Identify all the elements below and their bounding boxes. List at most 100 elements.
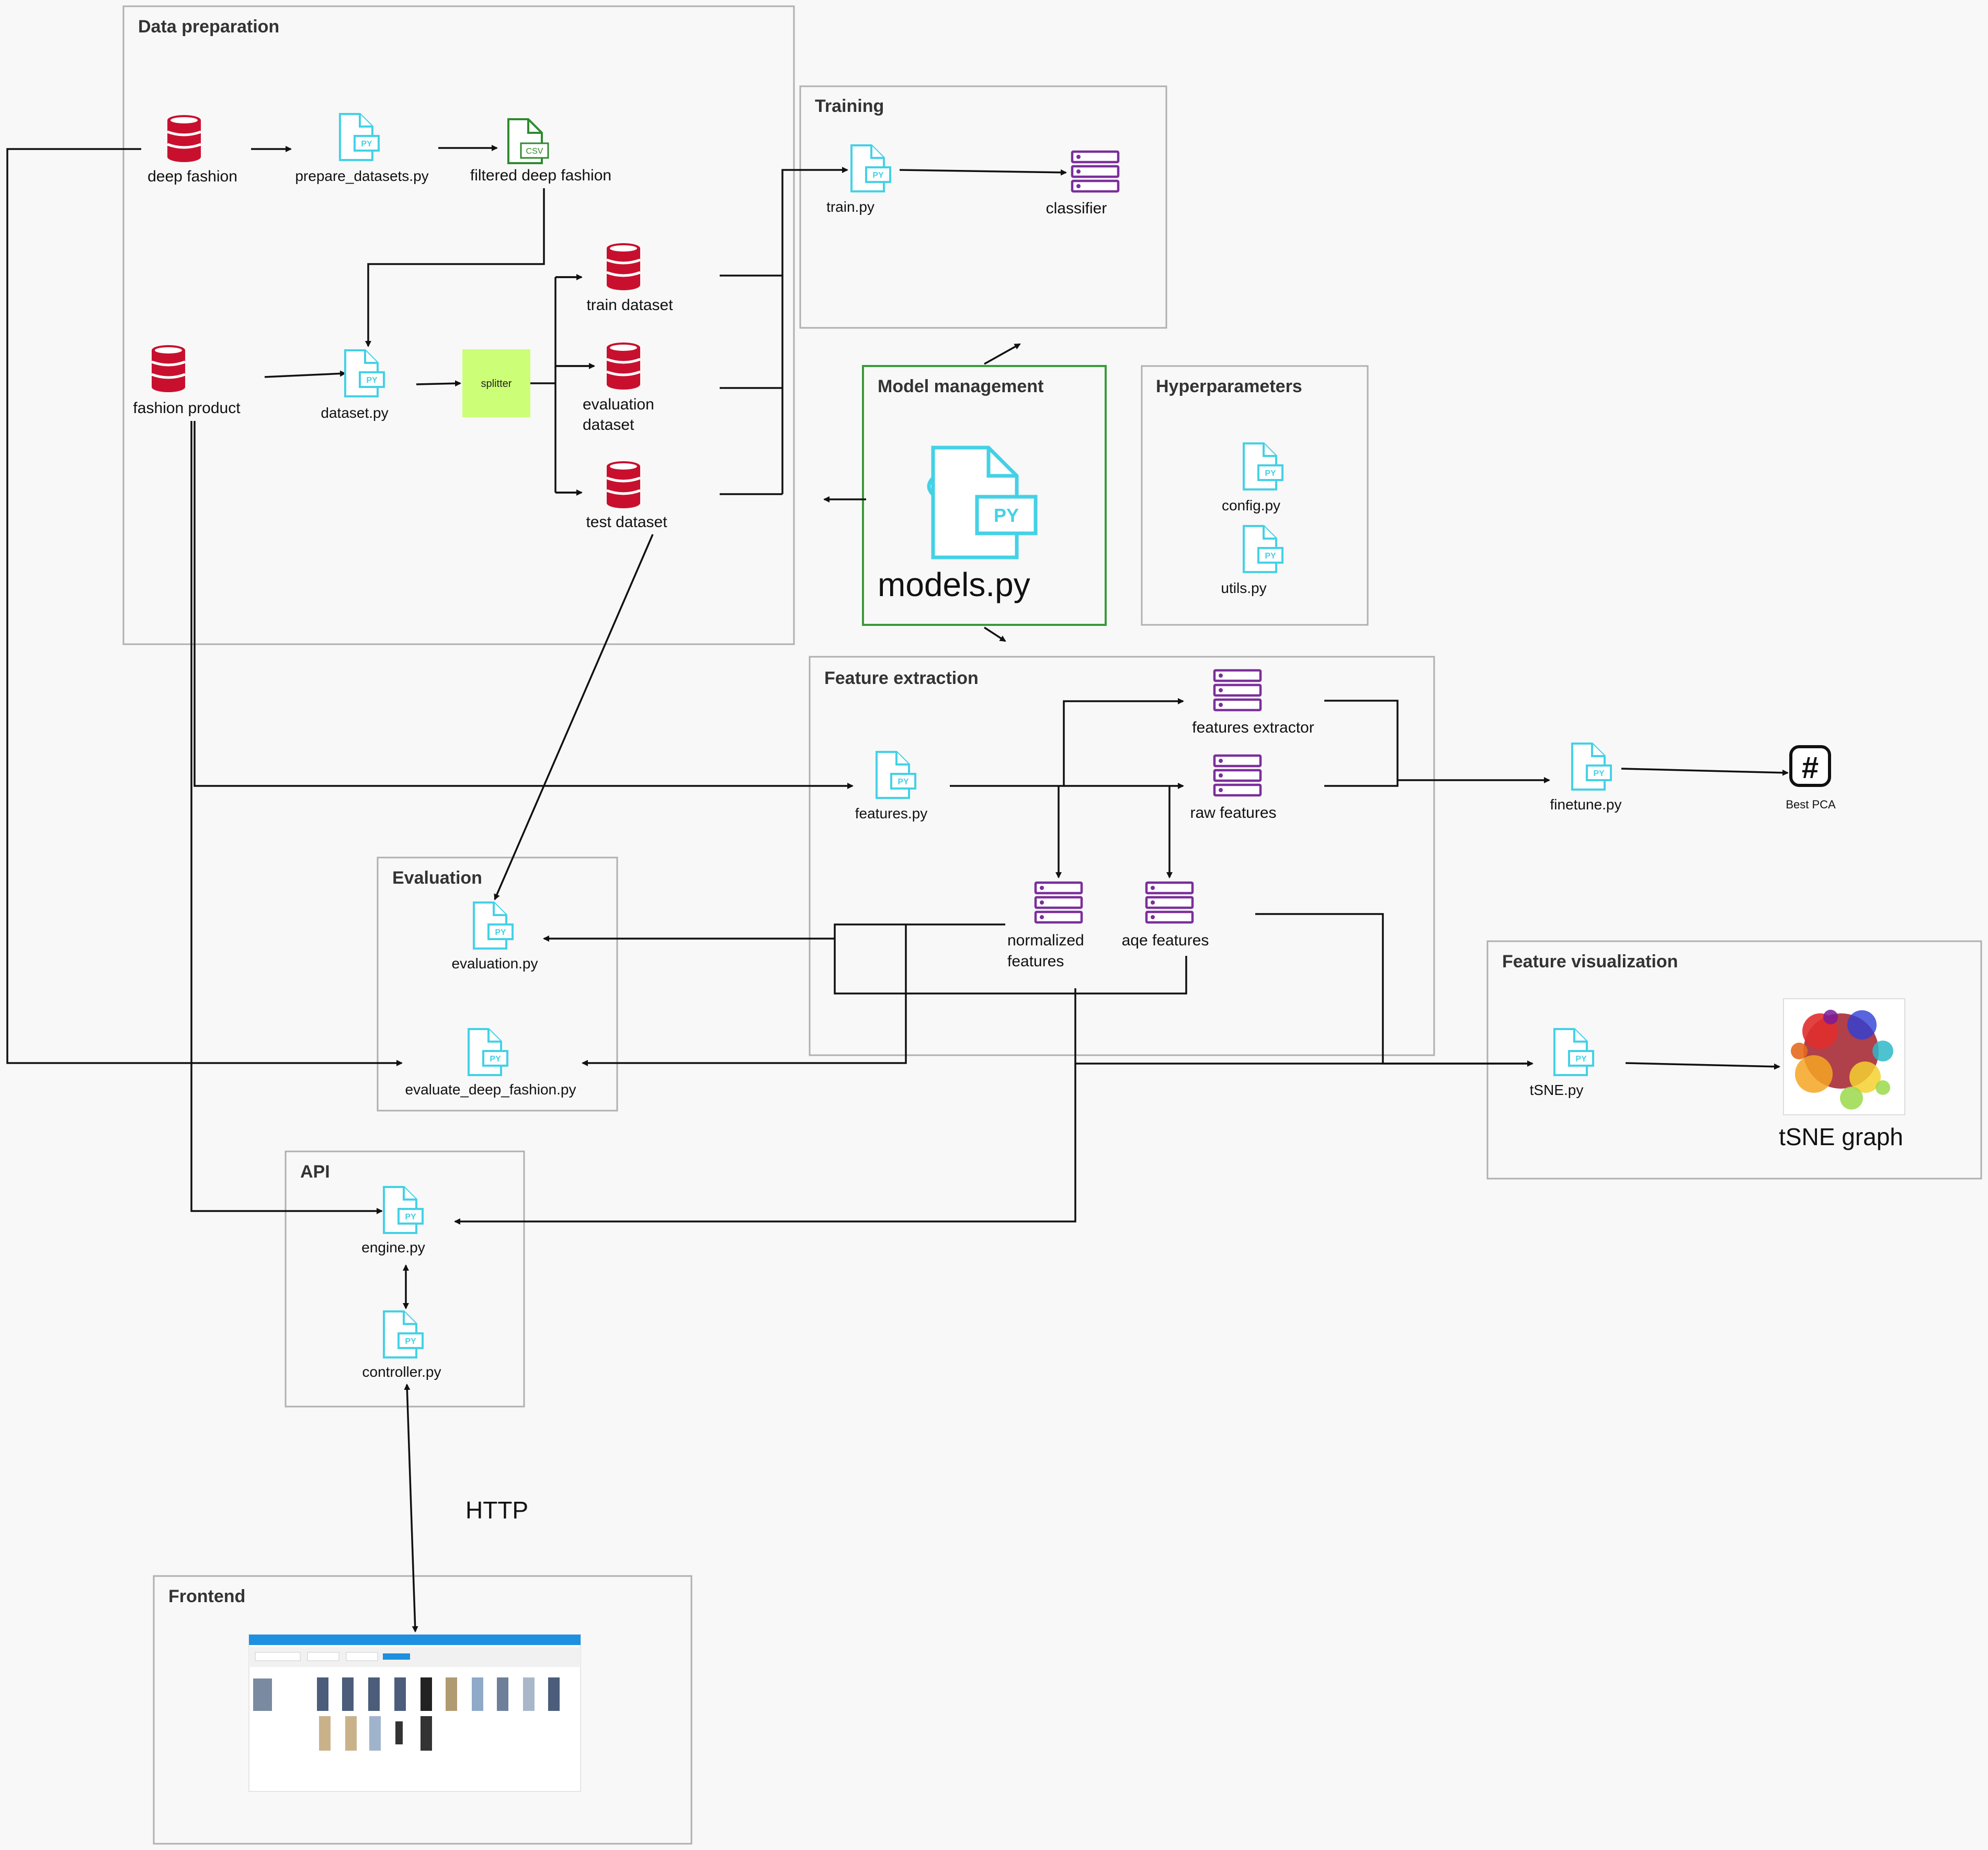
python-file-icon (1243, 442, 1283, 490)
edge-dataset-splitter (416, 380, 461, 387)
group-title-training: Training (815, 96, 884, 116)
label-engine-py: engine.py (361, 1239, 425, 1255)
node-evaluation-py: evaluation.py (451, 901, 538, 972)
edge-normalized-engine (454, 1064, 1076, 1225)
server-icon (1214, 670, 1260, 710)
label-evaluation-dataset-line2: dataset (583, 416, 634, 433)
group-title-feature-visualization: Feature visualization (1502, 952, 1678, 972)
label-classifier: classifier (1046, 200, 1107, 217)
node-splitter: splitter (462, 349, 530, 417)
node-evaluation-dataset: evaluation dataset (583, 342, 654, 433)
label-test-dataset: test dataset (586, 513, 667, 531)
node-deep-fashion: deep fashion (147, 115, 237, 185)
group-title-model-management: Model management (878, 376, 1043, 396)
python-file-icon (473, 901, 514, 950)
hash-icon (1789, 745, 1831, 787)
label-normalized-features-line1: normalized (1007, 932, 1084, 949)
edge-filtered-dataset (365, 188, 545, 347)
group-title-frontend: Frontend (168, 1586, 245, 1606)
group-title-data-preparation: Data preparation (138, 17, 279, 37)
node-models-py: PY models.py (878, 446, 1038, 603)
node-train-dataset: train dataset (586, 243, 673, 314)
csv-tag: CSV (526, 147, 543, 156)
node-best-pca: # Best PCA (1786, 745, 1836, 811)
edge-fashionproduct-dataset (264, 370, 346, 378)
node-config-py: config.py (1222, 442, 1283, 513)
label-dataset-py: dataset.py (321, 405, 388, 421)
group-title-api: API (300, 1162, 330, 1182)
python-file-icon (344, 349, 385, 397)
edge-fashionproduct-features (194, 421, 854, 789)
group-title-feature-extraction: Feature extraction (824, 668, 979, 688)
node-finetune-py: finetune.py (1550, 743, 1622, 813)
label-normalized-features-line2: features (1007, 953, 1064, 970)
edge-controller-frontend (404, 1384, 418, 1632)
group-frontend: Frontend (153, 1575, 692, 1845)
python-file-icon-large: PY (927, 446, 1038, 559)
node-raw-features: raw features (1190, 756, 1277, 821)
database-icon (607, 342, 640, 390)
node-test-dataset: test dataset (586, 461, 667, 531)
label-controller-py: controller.py (362, 1364, 441, 1380)
server-icon (1072, 152, 1118, 191)
group-title-hyperparameters: Hyperparameters (1156, 376, 1302, 396)
group-model-management: Model management (862, 365, 1107, 626)
label-finetune-py: finetune.py (1550, 796, 1622, 813)
label-features-extractor: features extractor (1192, 719, 1314, 736)
python-file-icon (383, 1186, 424, 1234)
node-tsne-py: tSNE.py (1530, 1028, 1594, 1098)
label-best-pca: Best PCA (1786, 798, 1836, 811)
edge-datasets-train (720, 170, 847, 495)
edge-test-evaluation (494, 534, 654, 900)
python-file-icon (339, 113, 380, 161)
py-tag: PY (994, 505, 1019, 526)
label-utils-py: utils.py (1221, 580, 1266, 596)
label-filtered-deep-fashion: filtered deep fashion (470, 167, 611, 184)
group-feature-visualization: Feature visualization (1486, 940, 1982, 1180)
edge-fashionproduct-engine (190, 421, 383, 1214)
database-icon (607, 461, 640, 508)
label-aqe-features: aqe features (1122, 932, 1209, 949)
python-file-icon (468, 1028, 508, 1076)
python-file-icon (876, 751, 916, 799)
node-fashion-product: fashion product (133, 345, 241, 417)
edge-models-features (984, 626, 1006, 642)
label-models-py: models.py (878, 566, 1030, 603)
node-features-py: features.py (855, 751, 928, 821)
edges (6, 145, 1789, 1632)
frontend-screenshot-thumbnail (248, 1634, 581, 1792)
label-evaluation-py: evaluation.py (451, 955, 538, 972)
database-icon (167, 115, 201, 162)
node-normalized-features: normalized features (1007, 883, 1084, 970)
group-title-evaluation: Evaluation (392, 868, 482, 888)
database-icon (607, 243, 640, 290)
label-evaluation-dataset-line1: evaluation (583, 396, 654, 413)
label-tsne-graph: tSNE graph (1779, 1123, 1903, 1150)
edge-finetune-pca (1621, 768, 1789, 776)
node-dataset-py: dataset.py (321, 349, 389, 421)
node-classifier: classifier (1046, 152, 1118, 217)
label-splitter: splitter (481, 378, 512, 390)
label-config-py: config.py (1222, 497, 1280, 513)
group-feature-extraction: Feature extraction (809, 656, 1435, 1056)
python-file-icon (1553, 1028, 1594, 1076)
python-file-icon (1571, 743, 1612, 791)
database-icon (152, 345, 185, 392)
group-evaluation: Evaluation (377, 857, 618, 1112)
label-features-py: features.py (855, 805, 928, 821)
edge-train-classifier (899, 169, 1067, 176)
label-prepare-datasets: prepare_datasets.py (295, 168, 428, 184)
csv-file-icon: CSV (507, 118, 549, 164)
group-data-preparation: Data preparation (122, 5, 795, 645)
node-train-py: train.py (826, 144, 891, 215)
edge-deepfashion-evaluate (6, 148, 403, 1066)
node-tsne-graph: tSNE graph (1779, 998, 1905, 1150)
label-train-dataset: train dataset (586, 296, 673, 314)
edge-normalized-evaluation (834, 923, 1187, 995)
edge-normalized-tsne (1074, 988, 1532, 1065)
edge-splitter-datasets (530, 276, 594, 494)
node-evaluate-deep-fashion-py: evaluate_deep_fashion.py (405, 1028, 576, 1098)
edge-tsne-graph (1625, 1062, 1780, 1070)
label-raw-features: raw features (1190, 804, 1276, 821)
hash-symbol: # (1802, 751, 1819, 785)
